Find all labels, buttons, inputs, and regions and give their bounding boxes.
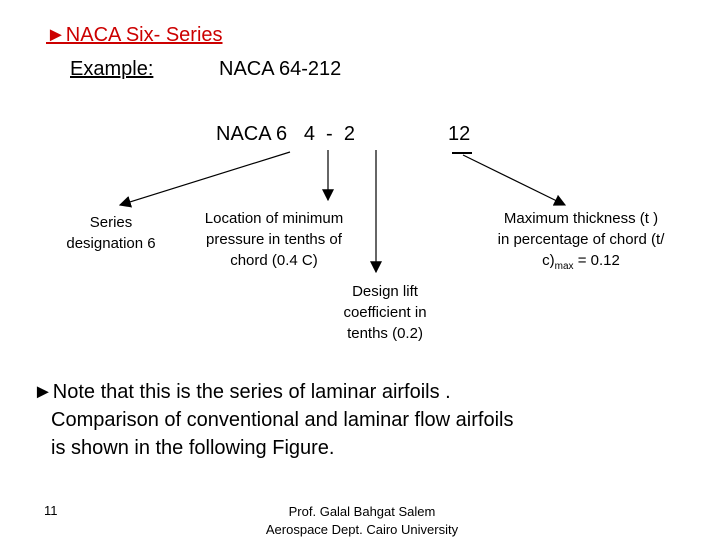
naca-designation-thickness: 12: [448, 123, 471, 145]
label-design-lift-line3: tenths (0.2): [347, 325, 423, 342]
label-max-thickness-line1: Maximum thickness (t ): [503, 210, 659, 227]
label-design-lift-line1: Design lift: [352, 283, 418, 300]
slide-title: ►NACA Six- Series: [46, 24, 223, 46]
note-line2: Comparison of conventional and laminar f…: [51, 409, 514, 431]
example-label: Example:: [70, 58, 154, 80]
example-value: NACA 64-212: [219, 58, 342, 80]
label-design-lift: Design lift coefficient in tenths (0.2): [330, 281, 440, 344]
label-location-line1: Location of minimum: [204, 210, 344, 227]
label-location-line3: chord (0.4 C): [230, 252, 318, 269]
label-location-line2: pressure in tenths of: [206, 231, 342, 248]
note-paragraph: ►Note that this is the series of laminar…: [33, 378, 693, 462]
label-series-line1: Series: [89, 214, 133, 231]
naca-designation: NACA 6 4 - 2: [216, 123, 355, 145]
footer-credit: Prof. Galal Bahgat Salem Aerospace Dept.…: [252, 503, 472, 539]
page-number: 11: [44, 503, 58, 518]
label-series-line2: designation 6: [66, 235, 156, 252]
label-max-thickness-line2: in percentage of chord (t/: [497, 231, 665, 248]
label-design-lift-line2: coefficient in: [343, 304, 427, 321]
label-max-thickness: Maximum thickness (t ) in percentage of …: [476, 208, 686, 277]
arrow-max-thickness: [462, 154, 567, 206]
arrow-series: [118, 151, 291, 208]
note-line3: is shown in the following Figure.: [51, 437, 335, 459]
footer-author: Prof. Galal Bahgat Salem: [288, 504, 436, 519]
label-max-thickness-line3: c)max = 0.12: [542, 252, 620, 272]
thickness-underline: [452, 152, 472, 154]
label-series: Series designation 6: [52, 212, 170, 254]
note-line1: ►Note that this is the series of laminar…: [33, 381, 451, 403]
label-location: Location of minimum pressure in tenths o…: [182, 208, 366, 271]
footer-department: Aerospace Dept. Cairo University: [265, 522, 459, 537]
